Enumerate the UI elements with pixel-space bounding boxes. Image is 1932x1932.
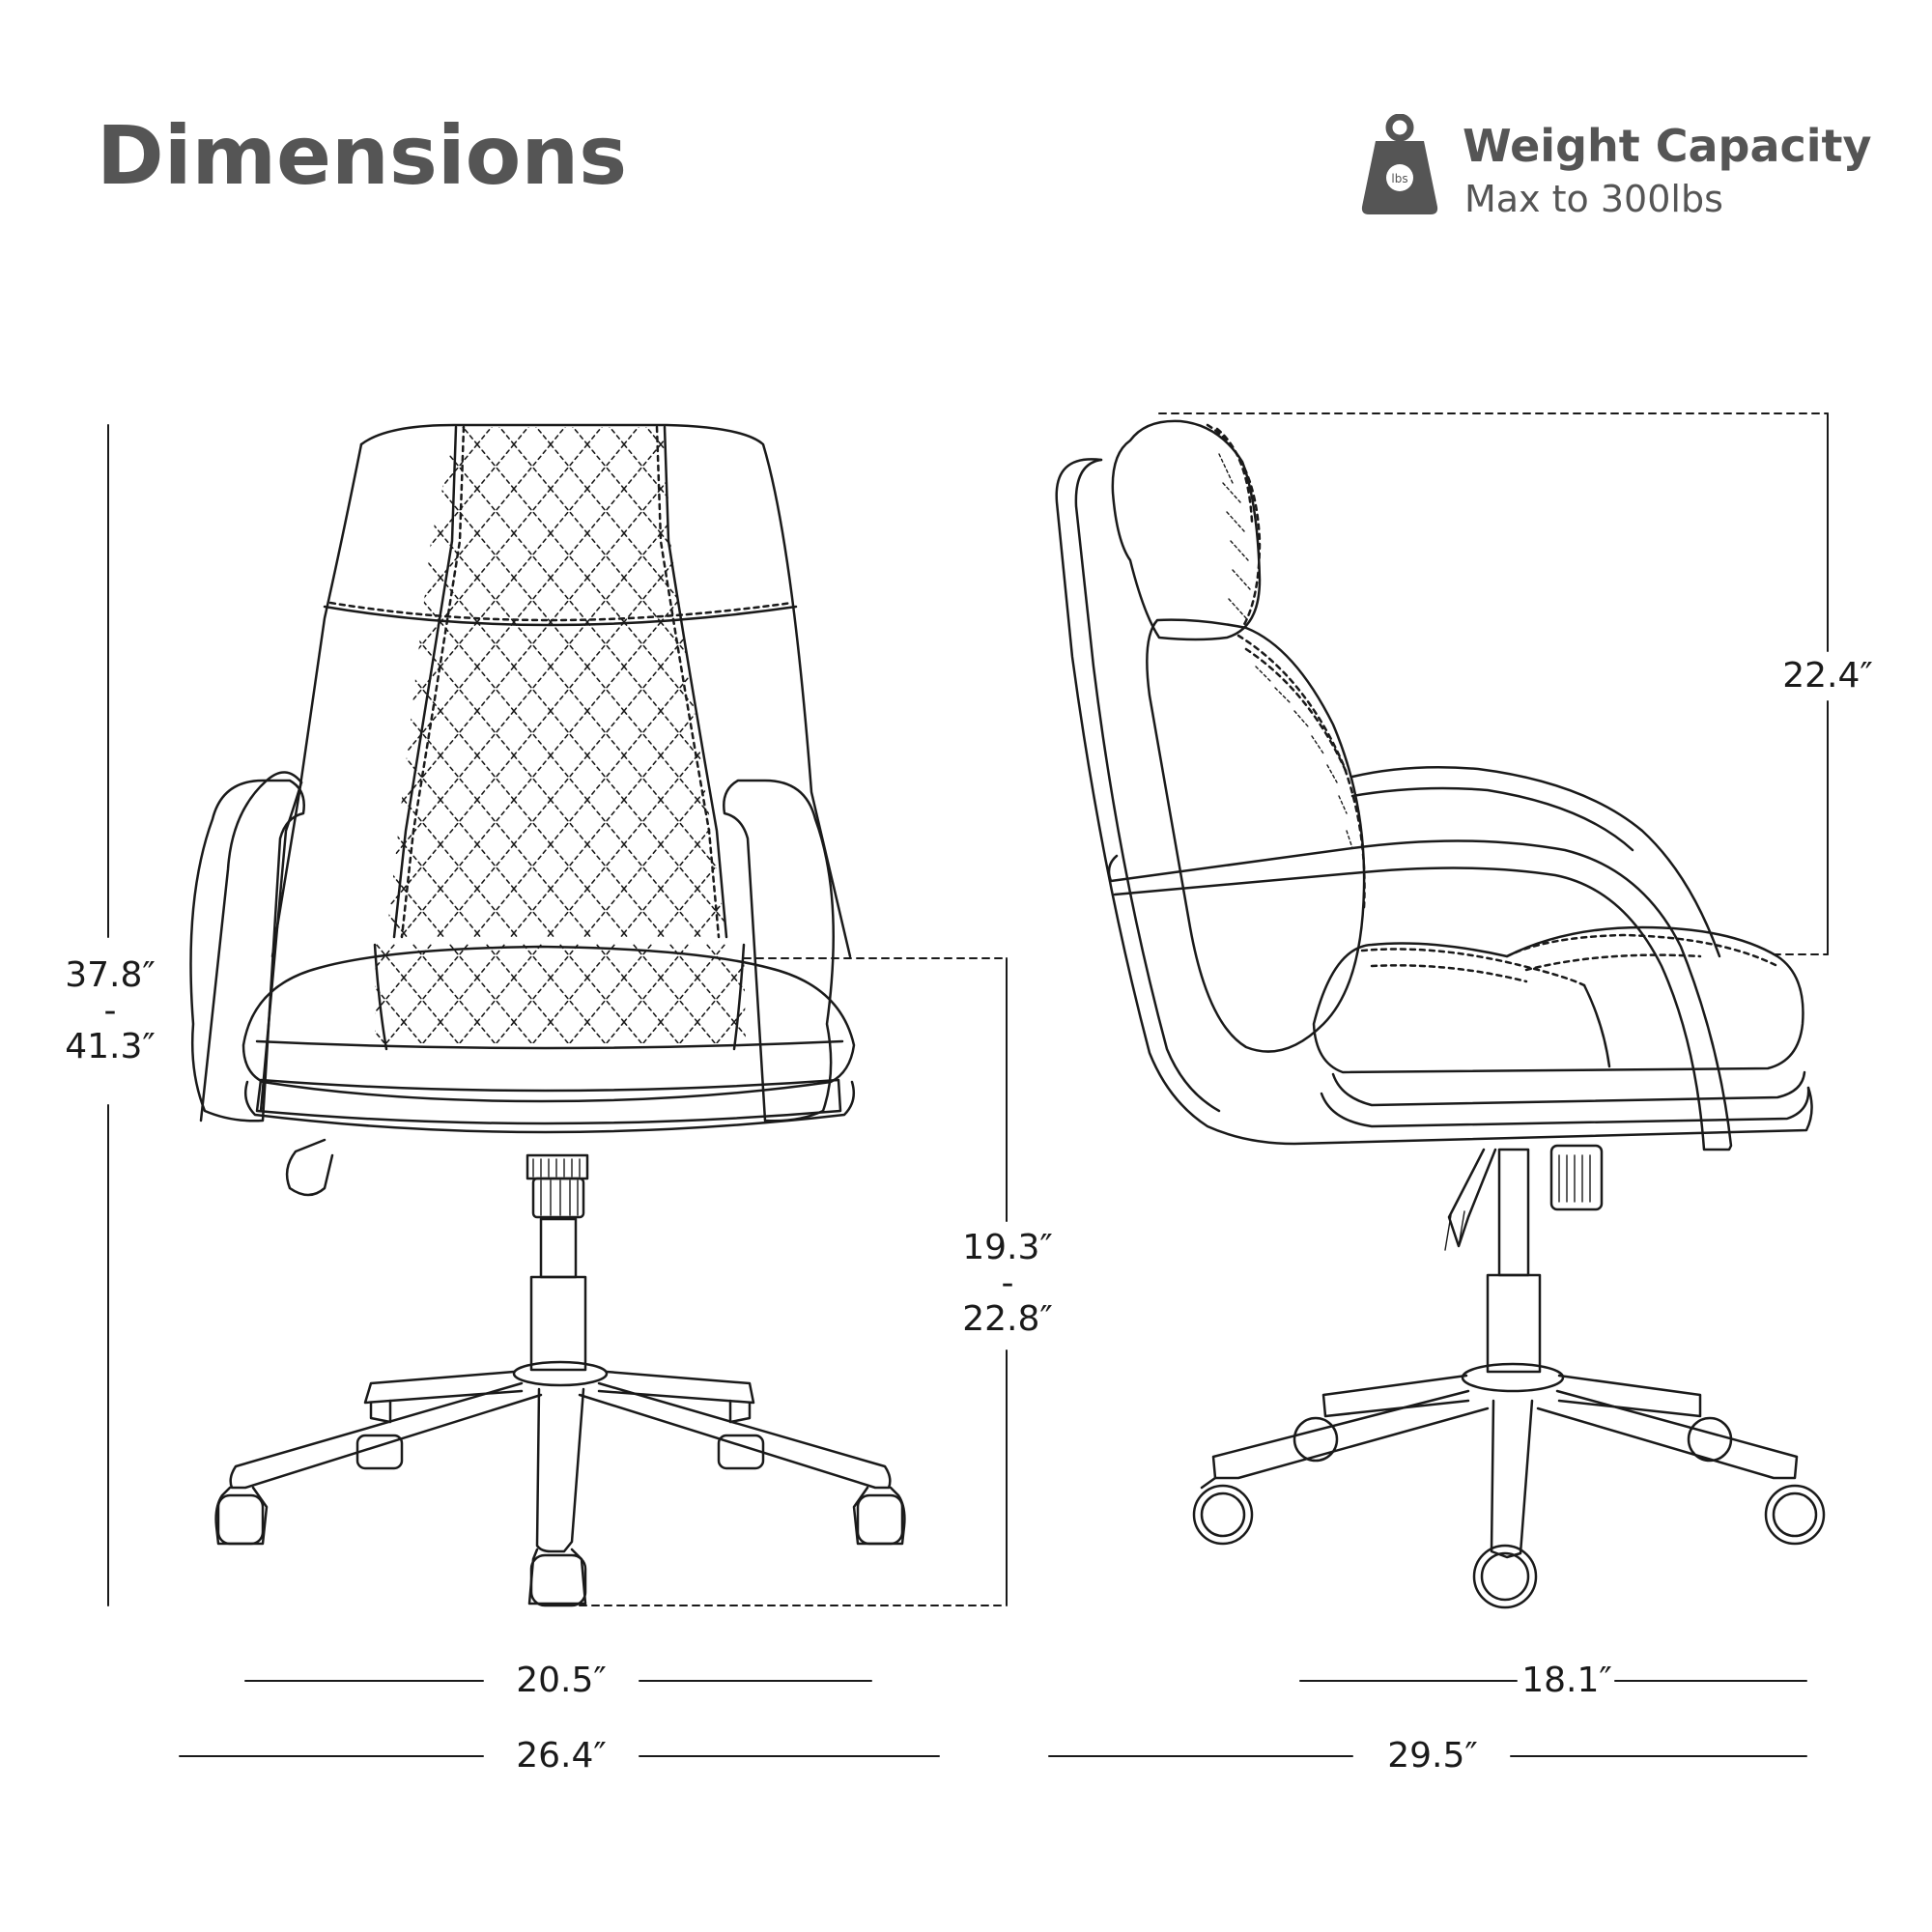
weight-capacity-label: Weight Capacity (1463, 120, 1872, 172)
side-caster-back-right (1687, 1416, 1733, 1463)
overall-height-sep: - (103, 991, 117, 1031)
front-caster-left (214, 1486, 269, 1546)
side-caster-left (1192, 1476, 1254, 1546)
panel-right-seam (663, 425, 728, 939)
side-caster-right (1764, 1484, 1826, 1546)
seat-base (255, 1078, 842, 1125)
page-title: Dimensions (97, 108, 628, 203)
side-caster-center (1472, 1544, 1538, 1609)
front-caster-center (527, 1548, 587, 1607)
side-caster-back-left (1293, 1416, 1339, 1463)
gas-lift-collar (526, 1153, 589, 1180)
weight-icon: lbs (1361, 114, 1438, 214)
seat-height-min: 19.3″ (962, 1228, 1053, 1267)
tilt-lever (285, 1138, 334, 1197)
side-armrest (1107, 839, 1733, 1151)
weight-icon-label: lbs (1391, 172, 1407, 185)
seat-height-sep: - (1001, 1264, 1014, 1303)
seat-height-label: 19.3″ - 22.8″ (945, 1227, 1070, 1341)
back-height-label: 22.4″ (1782, 656, 1873, 696)
front-caster-back-right (717, 1434, 765, 1470)
side-gas-lift-upper (1497, 1148, 1530, 1277)
front-view-chair (189, 423, 906, 1607)
base-width-label: 26.4″ (516, 1736, 607, 1776)
dimension-lines (107, 412, 1829, 1757)
side-view-chair (1055, 419, 1826, 1609)
seat-cushion-side (1312, 925, 1804, 1074)
seat-height-max: 22.8″ (962, 1299, 1053, 1339)
weight-capacity-value: Max to 300lbs (1464, 178, 1723, 220)
left-armrest (189, 779, 305, 1122)
headrest (1111, 419, 1262, 641)
seat-width-label: 20.5″ (516, 1661, 607, 1700)
side-gas-lift-cylinder (1486, 1273, 1542, 1374)
backrest-right-edge (359, 423, 852, 958)
base-hub (512, 1360, 609, 1387)
side-knob (1549, 1144, 1604, 1211)
front-caster-back-left (355, 1434, 404, 1470)
overall-height-max: 41.3″ (65, 1027, 156, 1066)
front-caster-right (852, 1486, 906, 1546)
overall-height-min: 37.8″ (65, 955, 156, 995)
overall-height-label: 37.8″ - 41.3″ (52, 954, 168, 1068)
gas-lift-cylinder (529, 1275, 587, 1372)
panel-left-seam (392, 425, 458, 939)
overall-depth-label: 29.5″ (1387, 1736, 1478, 1776)
seat-depth-label: 18.1″ (1521, 1661, 1612, 1700)
side-lever (1447, 1148, 1497, 1248)
right-armrest (723, 779, 835, 1122)
backrest-left-edge (270, 442, 363, 958)
back-cushion (1146, 618, 1366, 1053)
back-shell-outer (1055, 458, 1813, 1146)
